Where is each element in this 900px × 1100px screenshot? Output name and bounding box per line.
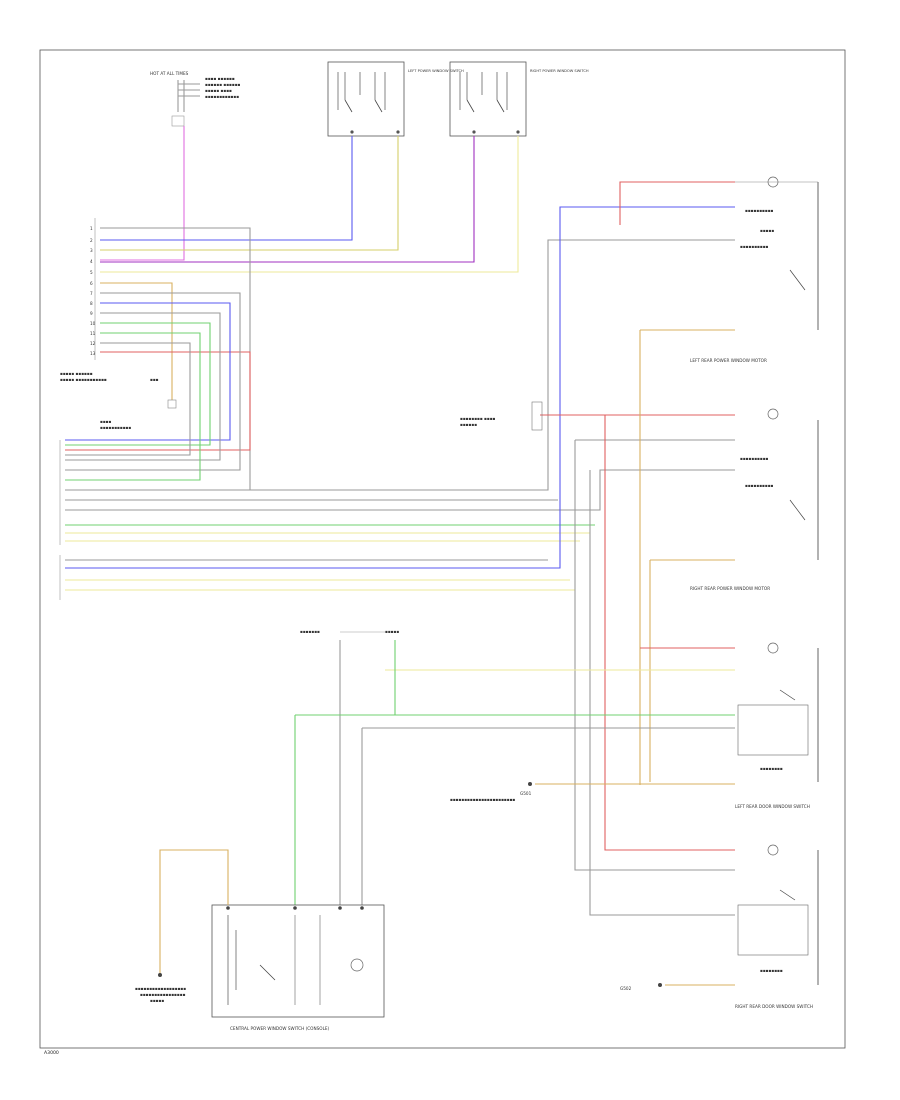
- ground-g501-label: G501: [520, 791, 532, 796]
- right-rear-window-motor: ▪▪▪▪▪▪▪▪▪▪ ▪▪▪▪▪▪▪▪▪▪ ▪▪▪▪▪▪▪▪ ▪▪▪▪ ▪▪▪▪…: [460, 401, 819, 591]
- svg-text:▪▪▪▪▪▪▪▪ ▪▪▪▪: ▪▪▪▪▪▪▪▪ ▪▪▪▪: [460, 416, 496, 421]
- svg-text:▪▪▪▪▪: ▪▪▪▪▪: [150, 998, 164, 1003]
- connector-c1: ▪▪▪▪▪ ▪▪▪▪▪▪ ▪▪▪▪▪ ▪▪▪▪▪▪▪▪▪▪▪ ▪▪▪: [60, 218, 159, 382]
- svg-text:▪▪▪▪▪▪: ▪▪▪▪▪▪: [460, 422, 477, 427]
- svg-text:3: 3: [90, 248, 93, 253]
- connector-c1-pins: 1 2 3 4 5 6 7 8 9 10 11 12 13: [90, 226, 96, 356]
- left-rear-motor-label: LEFT REAR POWER WINDOW MOTOR: [690, 358, 767, 363]
- svg-text:▪▪▪▪: ▪▪▪▪: [100, 419, 112, 424]
- ground-g501: G501 ▪▪▪▪▪▪▪▪▪▪▪▪▪▪▪▪▪▪▪▪▪▪▪: [450, 782, 735, 802]
- right-rear-door-switch: ▪▪▪▪▪▪▪▪ G502 RIGHT REAR DOOR WINDOW SWI…: [620, 844, 819, 1009]
- diagram-border: [39, 49, 846, 1049]
- left-window-switch-box: LEFT POWER WINDOW SWITCH: [327, 61, 464, 137]
- svg-text:▪▪▪▪▪▪▪▪▪▪: ▪▪▪▪▪▪▪▪▪▪: [745, 483, 774, 488]
- svg-text:▪▪▪▪▪▪ ▪▪▪▪▪▪: ▪▪▪▪▪▪ ▪▪▪▪▪▪: [205, 82, 241, 87]
- svg-text:▪▪▪▪▪▪▪▪▪▪▪▪▪▪▪▪: ▪▪▪▪▪▪▪▪▪▪▪▪▪▪▪▪: [140, 992, 186, 997]
- svg-text:▪▪▪▪▪: ▪▪▪▪▪: [385, 629, 399, 634]
- splice: ▪▪▪▪▪▪▪ ▪▪▪▪▪: [294, 629, 735, 905]
- svg-text:▪▪▪▪▪▪▪▪▪▪: ▪▪▪▪▪▪▪▪▪▪: [740, 456, 769, 461]
- connector-c2: ▪▪▪▪ ▪▪▪▪▪▪▪▪▪▪▪: [59, 419, 131, 600]
- fuse-block: HOT AT ALL TIMES ▪▪▪▪ ▪▪▪▪▪▪ ▪▪▪▪▪▪ ▪▪▪▪…: [150, 71, 241, 127]
- svg-text:2: 2: [90, 238, 93, 243]
- svg-text:9: 9: [90, 311, 93, 316]
- svg-text:▪▪▪▪▪▪▪▪▪▪: ▪▪▪▪▪▪▪▪▪▪: [740, 244, 769, 249]
- svg-text:7: 7: [90, 291, 93, 296]
- svg-text:1: 1: [90, 226, 93, 231]
- left-rear-window-motor: ▪▪▪▪▪▪▪▪▪▪ ▪▪▪▪▪ ▪▪▪▪▪▪▪▪▪▪ LEFT REAR PO…: [619, 176, 819, 363]
- left-switch-label: LEFT POWER WINDOW SWITCH: [408, 69, 464, 73]
- svg-text:▪▪▪▪▪▪▪▪▪▪▪▪▪▪▪▪▪▪: ▪▪▪▪▪▪▪▪▪▪▪▪▪▪▪▪▪▪: [135, 986, 186, 991]
- svg-text:13: 13: [90, 351, 96, 356]
- right-rear-switch-label: RIGHT REAR DOOR WINDOW SWITCH: [735, 1004, 813, 1009]
- svg-text:▪▪▪▪▪ ▪▪▪▪▪▪▪▪▪▪▪: ▪▪▪▪▪ ▪▪▪▪▪▪▪▪▪▪▪: [60, 377, 107, 382]
- right-rear-motor-label: RIGHT REAR POWER WINDOW MOTOR: [690, 586, 770, 591]
- svg-text:▪▪▪▪▪▪▪: ▪▪▪▪▪▪▪: [300, 629, 320, 634]
- fuse-label: HOT AT ALL TIMES: [150, 71, 189, 76]
- svg-text:▪▪▪▪▪▪▪▪▪▪: ▪▪▪▪▪▪▪▪▪▪: [745, 208, 774, 213]
- left-rear-switch-label: LEFT REAR DOOR WINDOW SWITCH: [735, 804, 810, 809]
- svg-text:▪▪▪▪ ▪▪▪▪▪▪: ▪▪▪▪ ▪▪▪▪▪▪: [205, 76, 235, 81]
- central-power-window-switch: CENTRAL POWER WINDOW SWITCH (CONSOLE): [211, 904, 385, 1031]
- svg-text:12: 12: [90, 341, 96, 346]
- svg-text:4: 4: [90, 259, 93, 264]
- ground-g502-label: G502: [620, 986, 632, 991]
- page-number: A3000: [44, 1050, 59, 1056]
- svg-text:▪▪▪▪▪▪▪▪▪▪▪▪: ▪▪▪▪▪▪▪▪▪▪▪▪: [205, 94, 239, 99]
- svg-text:10: 10: [90, 321, 96, 326]
- svg-text:5: 5: [90, 270, 93, 275]
- svg-text:▪▪▪▪▪: ▪▪▪▪▪: [760, 228, 774, 233]
- right-switch-label: RIGHT POWER WINDOW SWITCH: [530, 69, 589, 73]
- svg-text:▪▪▪▪▪▪▪▪▪▪▪: ▪▪▪▪▪▪▪▪▪▪▪: [100, 425, 131, 430]
- svg-text:▪▪▪▪▪ ▪▪▪▪: ▪▪▪▪▪ ▪▪▪▪: [205, 88, 232, 93]
- svg-text:11: 11: [90, 331, 96, 336]
- svg-text:▪▪▪▪▪▪▪▪: ▪▪▪▪▪▪▪▪: [760, 968, 783, 973]
- svg-text:6: 6: [90, 281, 93, 286]
- svg-text:8: 8: [90, 301, 93, 306]
- svg-text:▪▪▪: ▪▪▪: [150, 377, 159, 382]
- svg-text:▪▪▪▪▪▪▪▪: ▪▪▪▪▪▪▪▪: [760, 766, 783, 771]
- central-switch-label: CENTRAL POWER WINDOW SWITCH (CONSOLE): [230, 1026, 330, 1031]
- svg-text:▪▪▪▪▪▪▪▪▪▪▪▪▪▪▪▪▪▪▪▪▪▪▪: ▪▪▪▪▪▪▪▪▪▪▪▪▪▪▪▪▪▪▪▪▪▪▪: [450, 797, 515, 802]
- svg-text:▪▪▪▪▪ ▪▪▪▪▪▪: ▪▪▪▪▪ ▪▪▪▪▪▪: [60, 371, 93, 376]
- right-window-switch-box: RIGHT POWER WINDOW SWITCH: [449, 61, 589, 137]
